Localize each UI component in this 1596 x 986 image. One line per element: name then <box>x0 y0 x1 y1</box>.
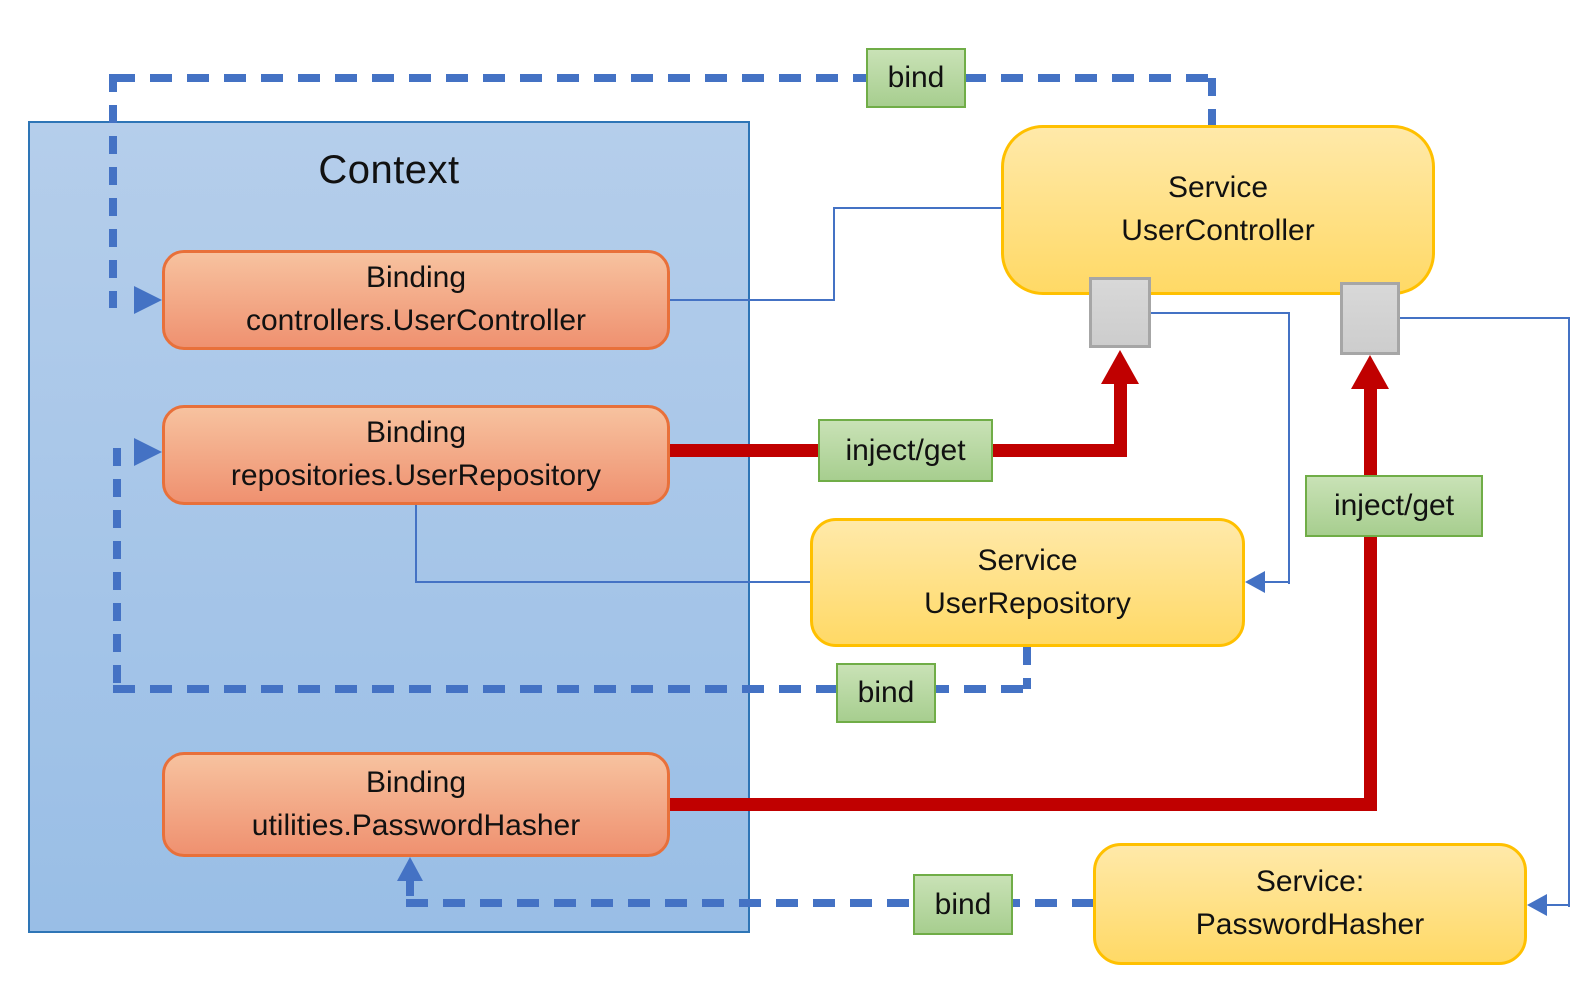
injection-slot-2 <box>1340 282 1400 355</box>
bind-label-top: bind <box>866 48 966 108</box>
bind-edge-middle-v-right <box>1023 647 1031 689</box>
binding-label-line1: Binding <box>365 416 467 450</box>
inject-edge-repository-v <box>1114 382 1127 450</box>
binding-label-line1: Binding <box>365 261 467 295</box>
service-label-line2: UserRepository <box>924 586 1131 620</box>
bind-label-middle: bind <box>836 663 936 723</box>
edge-controller-binding-to-service-h1 <box>670 299 835 301</box>
binding-label-line2: controllers.UserController <box>245 304 587 337</box>
bind-label-text: bind <box>934 887 992 921</box>
inject-get-label-text: inject/get <box>1333 489 1455 522</box>
bind-edge-bottom-v <box>406 878 414 907</box>
bind-edge-bottom-h <box>406 899 1093 907</box>
service-label-line2: UserController <box>1121 214 1315 247</box>
binding-label-line1: Binding <box>365 765 467 799</box>
context-title: Context <box>318 148 460 192</box>
binding-repositories-userrepository: Binding repositories.UserRepository <box>162 405 670 505</box>
edge-controller-binding-to-service-h2 <box>833 207 1001 209</box>
inject-edge-hasher-v <box>1364 387 1377 804</box>
service-passwordhasher: Service: PasswordHasher <box>1093 843 1527 965</box>
edge-slot1-to-userrepository-v <box>1288 312 1290 584</box>
edge-slot2-to-passwordhasher-h2 <box>1546 904 1570 906</box>
inject-arrowhead-slot1 <box>1101 350 1139 384</box>
bind-edge-top-h <box>113 74 1216 82</box>
service-label-line2: PasswordHasher <box>1195 908 1425 941</box>
service-label-line1: Service <box>977 543 1078 577</box>
inject-get-label-text: inject/get <box>845 433 966 467</box>
inject-get-label-left: inject/get <box>818 419 993 482</box>
service-userrepository: Service UserRepository <box>810 518 1245 647</box>
bind-arrowhead-repositories-binding <box>134 438 162 466</box>
bind-label-bottom: bind <box>913 874 1013 935</box>
injection-slot-1 <box>1089 277 1151 348</box>
bind-label-text: bind <box>887 61 945 94</box>
bind-arrowhead-utilities-binding <box>397 857 423 881</box>
service-label-line1: Service: <box>1255 865 1365 899</box>
service-usercontroller: Service UserController <box>1001 125 1435 295</box>
bind-edge-top-v-right <box>1208 78 1216 125</box>
edge-slot1-to-userrepository-h1 <box>1150 312 1290 314</box>
bind-label-text: bind <box>857 676 915 709</box>
service-label-line1: Service <box>1167 171 1269 205</box>
inject-get-label-right: inject/get <box>1305 475 1483 537</box>
bind-edge-middle-v-left <box>113 448 121 693</box>
edge-repository-binding-to-service-h <box>415 581 810 583</box>
bind-edge-top-v-left <box>109 74 117 308</box>
arrowhead-into-passwordhasher <box>1527 894 1547 916</box>
edge-slot2-to-passwordhasher-v <box>1568 317 1570 907</box>
bind-arrowhead-controllers-binding <box>134 286 162 314</box>
binding-label-line2: repositories.UserRepository <box>230 459 602 492</box>
inject-arrowhead-slot2 <box>1351 355 1389 389</box>
edge-controller-binding-to-service-v <box>833 208 835 301</box>
edge-repository-binding-to-service-v <box>415 505 417 583</box>
edge-slot1-to-userrepository-h2 <box>1263 581 1290 583</box>
binding-label-line2: utilities.PasswordHasher <box>251 808 581 842</box>
edge-slot2-to-passwordhasher-h1 <box>1400 317 1570 319</box>
binding-utilities-passwordhasher: Binding utilities.PasswordHasher <box>162 752 670 857</box>
bind-edge-middle-h <box>113 685 1031 693</box>
inject-edge-hasher-h <box>670 798 1377 811</box>
binding-controllers-usercontroller: Binding controllers.UserController <box>162 250 670 350</box>
arrowhead-into-userrepository <box>1245 571 1265 593</box>
